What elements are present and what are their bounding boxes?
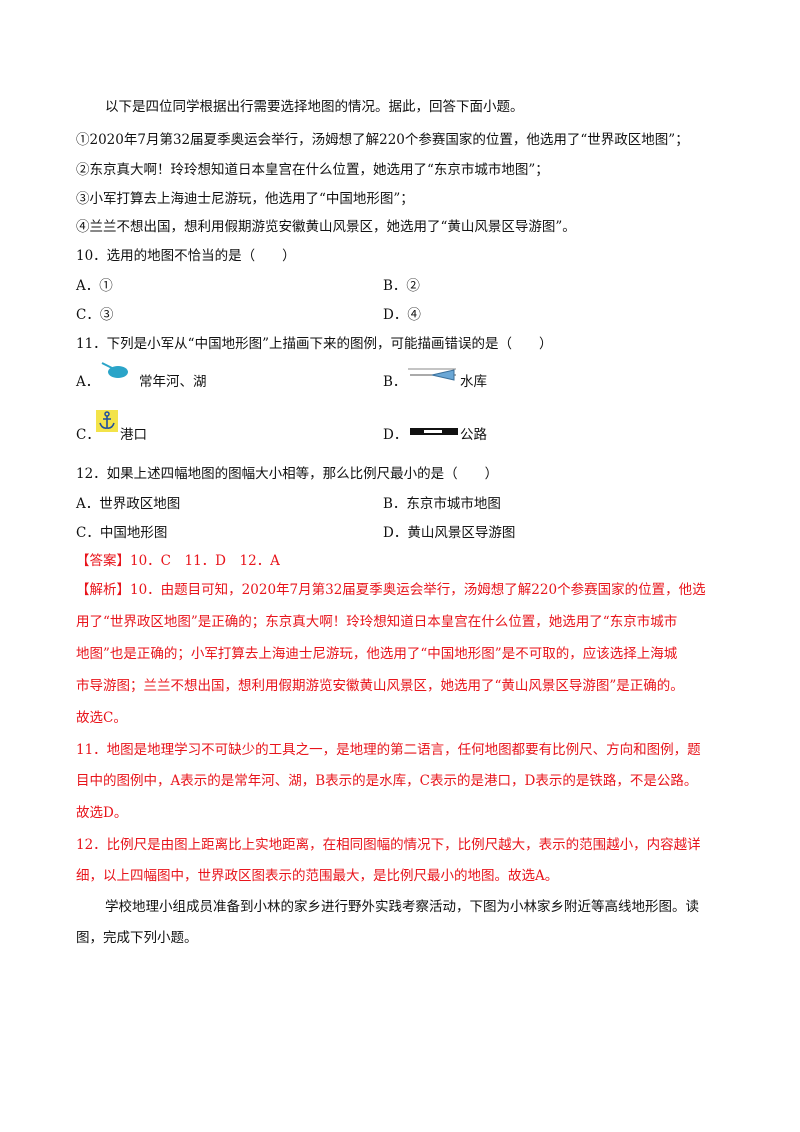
q11-option-c-label: 港口 (120, 427, 147, 443)
q11-option-d-prefix: D． (383, 427, 408, 443)
reservoir-legend-icon (408, 368, 456, 381)
q12-option-a: A．世界政区地图 (76, 496, 181, 512)
outro-line-1: 学校地理小组成员准备到小林的家乡进行野外实践考察活动，下图为小林家乡附近等高线地… (105, 899, 699, 915)
q12-option-d: D．黄山风景区导游图 (383, 525, 516, 541)
lake-river-legend-icon (101, 362, 128, 378)
q11-option-b-label: 水库 (460, 374, 487, 390)
analysis-line-8: 故选D。 (76, 805, 128, 821)
question-11-stem: 11．下列是小军从“中国地形图”上描画下来的图例，可能描画错误的是（ ） (76, 336, 553, 352)
q10-option-c: C．③ (76, 307, 114, 323)
q11-option-a-label: 常年河、湖 (139, 374, 207, 390)
anchor-port-legend-icon (96, 410, 118, 432)
q11-option-b-prefix: B． (383, 374, 407, 390)
analysis-line-1: 【解析】10．由题目可知，2020年7月第32届夏季奥运会举行，汤姆想了解220… (76, 582, 706, 598)
analysis-line-6: 11．地图是地理学习不可缺少的工具之一，是地理的第二语言，任何地图都要有比例尺、… (76, 742, 701, 758)
q12-option-c: C．中国地形图 (76, 525, 168, 541)
analysis-line-2: 用了“世界政区地图”是正确的；东京真大啊！玲玲想知道日本皇宫在什么位置，她选用了… (76, 614, 678, 630)
outro-line-2: 图，完成下列小题。 (76, 930, 198, 946)
question-12-stem: 12．如果上述四幅地图的图幅大小相等，那么比例尺最小的是（ ） (76, 466, 499, 482)
case-4: ④兰兰不想出国，想利用假期游览安徽黄山风景区，她选用了“黄山风景区导游图”。 (76, 219, 576, 235)
analysis-line-4: 市导游图；兰兰不想出国，想利用假期游览安徽黄山风景区，她选用了“黄山风景区导游图… (76, 678, 684, 694)
q12-option-b: B．东京市城市地图 (383, 496, 501, 512)
railway-legend-icon (410, 428, 458, 435)
analysis-line-7: 目中的图例中，A表示的是常年河、湖，B表示的是水库，C表示的是港口，D表示的是铁… (76, 773, 698, 789)
question-10-stem: 10．选用的地图不恰当的是（ ） (76, 248, 296, 264)
q10-option-b: B．② (383, 278, 420, 294)
analysis-line-5: 故选C。 (76, 710, 127, 726)
case-2: ②东京真大啊！玲玲想知道日本皇宫在什么位置，她选用了“东京市城市地图”； (76, 162, 549, 178)
q11-option-c-prefix: C． (76, 427, 100, 443)
q10-option-a: A．① (76, 278, 113, 294)
q11-option-a-prefix: A． (76, 374, 100, 390)
case-3: ③小军打算去上海迪士尼游玩，他选用了“中国地形图”； (76, 191, 414, 207)
intro-text: 以下是四位同学根据出行需要选择地图的情况。据此，回答下面小题。 (105, 99, 524, 115)
analysis-line-3: 地图”也是正确的；小军打算去上海迪士尼游玩，他选用了“中国地形图”是不可取的，应… (76, 646, 678, 662)
answer-line: 【答案】10．C 11．D 12．A (76, 553, 280, 569)
q10-option-d: D．④ (383, 307, 421, 323)
q11-option-d-label: 公路 (460, 427, 487, 443)
analysis-line-10: 细，以上四幅图中，世界政区图表示的范围最大，是比例尺最小的地图。故选A。 (76, 868, 559, 884)
analysis-line-9: 12．比例尺是由图上距离比上实地距离，在相同图幅的情况下，比例尺越大，表示的范围… (76, 837, 701, 853)
case-1: ①2020年7月第32届夏季奥运会举行，汤姆想了解220个参赛国家的位置，他选用… (76, 132, 689, 148)
